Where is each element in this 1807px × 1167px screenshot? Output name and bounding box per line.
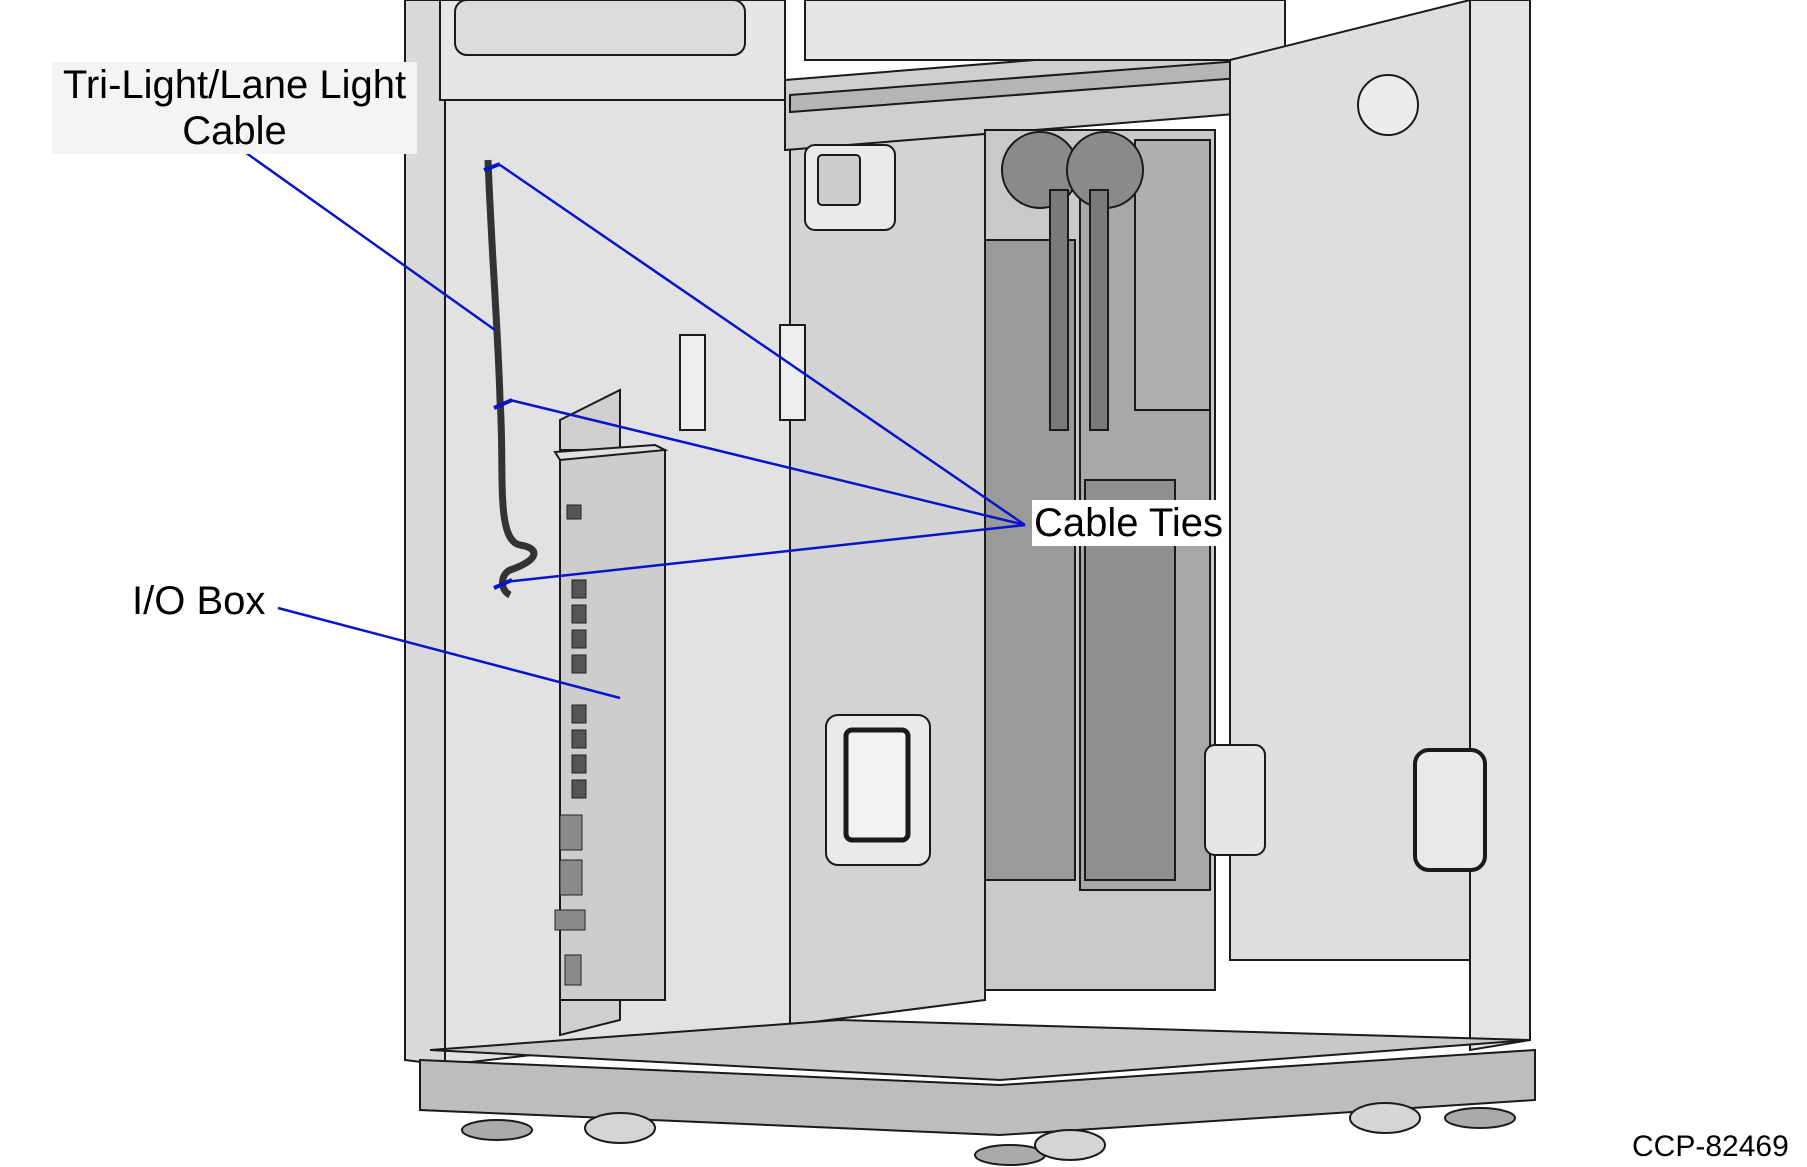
io-port [571, 779, 587, 799]
callout-line-io-box [277, 606, 621, 700]
io-connector [564, 954, 582, 986]
io-port [571, 629, 587, 649]
io-port [571, 654, 587, 674]
caster-center [1034, 1129, 1106, 1161]
caster-left [584, 1112, 656, 1144]
io-box-top [553, 443, 669, 462]
label-tri-light-cable: Tri-Light/Lane Light Cable [52, 62, 417, 154]
io-top-port [566, 504, 582, 520]
foot-right [1444, 1107, 1516, 1129]
top-header-right [804, 0, 1286, 61]
base-top [429, 1018, 1531, 1082]
cable-tie-icon [483, 162, 501, 172]
io-port [571, 579, 587, 599]
foot-center [974, 1144, 1046, 1166]
side-panel-right [1204, 744, 1266, 856]
cable-port-hole [1357, 74, 1419, 136]
callout-line-cable-tie-1 [499, 163, 1026, 527]
label-tri-light-line2: Cable [182, 109, 287, 153]
io-serial-port [559, 859, 583, 896]
caster-right [1349, 1102, 1421, 1134]
callout-line-cable-tie-3 [504, 523, 1026, 584]
foot-left [461, 1119, 533, 1141]
io-port [571, 604, 587, 624]
callout-line-tri-light [241, 148, 496, 332]
lift-guide [1134, 139, 1211, 411]
right-side-wall [1469, 0, 1531, 1052]
cable-tie-icon [493, 398, 513, 410]
label-io-box: I/O Box [132, 579, 266, 623]
center-connector [679, 334, 706, 431]
top-window-left [454, 0, 746, 56]
gear-rack-left [1049, 189, 1069, 431]
access-panel-bottom-inner [843, 727, 911, 843]
io-connector [554, 909, 586, 931]
io-port [571, 729, 587, 749]
center-back-panel [789, 99, 986, 1027]
label-cable-ties: Cable Ties [1032, 500, 1225, 546]
gear-rack-right [1089, 189, 1109, 431]
left-side-wall [404, 0, 446, 1067]
lift-column-inner [1084, 479, 1176, 881]
base-platform [419, 1048, 1536, 1137]
figure-id: CCP-82469 [1632, 1130, 1789, 1163]
io-port [571, 754, 587, 774]
callout-line-cable-tie-2 [509, 398, 1026, 527]
io-box [559, 449, 666, 1001]
tri-light-cable [484, 159, 538, 599]
io-serial-port [559, 814, 583, 851]
access-panel-top-inner [817, 154, 861, 206]
io-port [571, 704, 587, 724]
label-tri-light-line1: Tri-Light/Lane Light [62, 63, 407, 107]
side-handle-right [1413, 748, 1487, 872]
